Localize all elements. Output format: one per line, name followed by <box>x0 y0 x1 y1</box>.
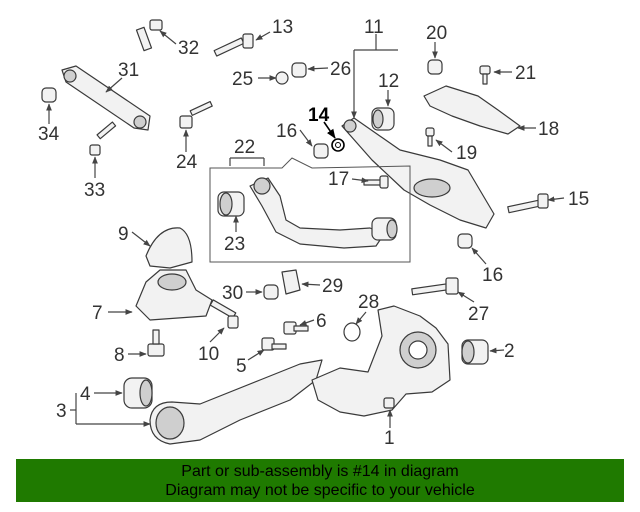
callout-22: 22 <box>234 137 255 158</box>
part-25-washer <box>275 71 289 85</box>
callout-14-highlighted: 14 <box>308 105 330 126</box>
callout-6: 6 <box>316 311 327 332</box>
callout-25: 25 <box>232 69 253 90</box>
callout-17: 17 <box>328 169 349 190</box>
part-24-bolt <box>179 100 213 129</box>
part-33-bolt <box>89 121 117 156</box>
part-9-cover <box>145 227 193 269</box>
callout-33: 33 <box>84 180 105 201</box>
callout-4: 4 <box>80 384 91 405</box>
callout-21: 21 <box>515 63 536 84</box>
part-3-trailing-arm <box>149 359 323 445</box>
callout-28: 28 <box>358 292 379 313</box>
callout-13: 13 <box>272 17 293 38</box>
part-32-bolt <box>135 19 163 52</box>
part-8-bolt <box>147 329 165 357</box>
part-30-nut <box>263 284 279 300</box>
part-19-bolt <box>425 127 435 147</box>
part-16-nut <box>313 143 329 159</box>
callout-5: 5 <box>236 356 247 377</box>
callout-27: 27 <box>468 304 489 325</box>
callout-3: 3 <box>56 401 67 422</box>
part-14-washer <box>331 138 345 152</box>
part-23-bushing <box>217 191 245 217</box>
part-31-link-arm <box>61 65 151 131</box>
callout-31: 31 <box>118 60 139 81</box>
part-27-bolt <box>411 277 459 296</box>
callout-8: 8 <box>114 345 125 366</box>
part-13-bolt <box>213 33 254 57</box>
callout-30: 30 <box>222 283 243 304</box>
callout-16-top: 16 <box>276 121 297 142</box>
callout-10: 10 <box>198 344 219 365</box>
part-12-bushing <box>371 107 395 131</box>
part-11-lower-arm <box>341 117 495 229</box>
callout-2: 2 <box>504 341 515 362</box>
part-20-nut <box>427 59 443 75</box>
leader-lines <box>46 30 565 428</box>
part-10-bolt <box>209 299 239 329</box>
part-34-nut <box>41 87 57 103</box>
part-29-bracket <box>281 269 301 295</box>
callout-24: 24 <box>176 152 198 173</box>
part-17-bolt <box>363 175 389 189</box>
parts-diagram: 32 13 25 26 31 34 33 24 16 14 11 12 20 2… <box>38 17 589 449</box>
part-6-bolt <box>283 321 309 335</box>
callout-15: 15 <box>568 189 589 210</box>
info-banner: Part or sub-assembly is #14 in diagram D… <box>16 459 624 502</box>
banner-line-2: Diagram may not be specific to your vehi… <box>165 482 475 499</box>
callout-26: 26 <box>330 59 351 80</box>
callout-20: 20 <box>426 23 447 44</box>
callout-9: 9 <box>118 224 129 245</box>
callout-11: 11 <box>364 17 384 38</box>
part-22-group-box <box>209 157 411 263</box>
part-7-seat <box>135 269 213 321</box>
part-22-bushing-2 <box>371 217 398 241</box>
callout-23: 23 <box>224 234 245 255</box>
callout-1: 1 <box>384 428 395 449</box>
banner-line-1: Part or sub-assembly is #14 in diagram <box>181 463 459 480</box>
callout-labels: 32 13 25 26 31 34 33 24 16 14 11 12 20 2… <box>38 17 589 449</box>
part-4-bushing <box>123 377 153 409</box>
callout-19: 19 <box>456 143 477 164</box>
callout-7: 7 <box>92 303 103 324</box>
part-22-upper-arm <box>249 177 385 249</box>
part-5-bolt <box>261 337 287 351</box>
callout-34: 34 <box>38 124 60 145</box>
callout-16-bottom: 16 <box>482 265 503 286</box>
part-16-nut-lower <box>457 233 473 249</box>
part-1-knuckle <box>311 305 451 417</box>
callout-12: 12 <box>378 71 399 92</box>
part-15-bolt <box>507 193 549 214</box>
part-26-nut <box>291 62 307 78</box>
callout-29: 29 <box>322 276 343 297</box>
part-28-washer <box>343 322 361 342</box>
part-2-bushing <box>461 339 489 365</box>
part-21-clip <box>479 65 491 85</box>
callout-32: 32 <box>178 38 199 59</box>
callout-18: 18 <box>538 119 559 140</box>
part-18-bracket <box>423 85 521 135</box>
